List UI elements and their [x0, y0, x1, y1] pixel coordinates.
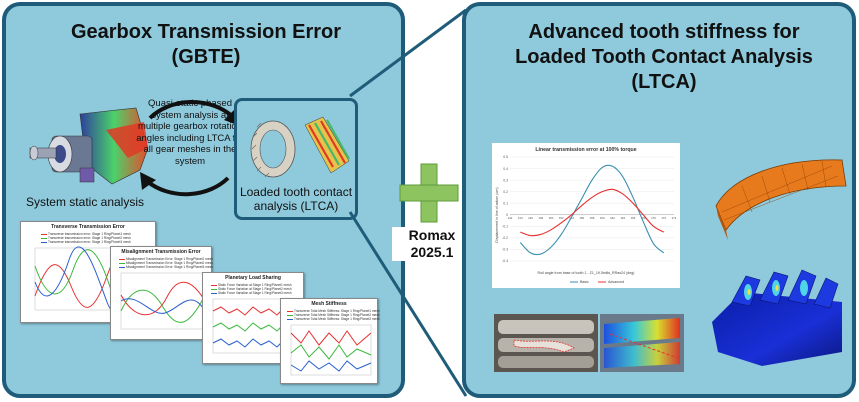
chart-series — [519, 164, 665, 256]
y-tick-label: 0 — [506, 213, 508, 217]
thumbnail-plot — [290, 324, 372, 376]
y-tick-label: 0.5 — [503, 155, 508, 159]
gear-contact-image — [250, 116, 350, 178]
y-tick-label: 0.4 — [503, 167, 508, 171]
x-tick-label: 142 — [508, 216, 513, 220]
gbte-panel: Gearbox Transmission Error (GBTE) Quasi-… — [2, 2, 405, 398]
worn-gear-photo — [494, 314, 598, 372]
x-tick-label: 168 — [641, 216, 646, 220]
legend-label: Advanced — [608, 280, 624, 284]
linear-te-chart: Linear transmission error at 100% torque… — [492, 143, 680, 288]
x-tick-label: 160 — [600, 216, 605, 220]
series-line-basic — [519, 164, 665, 256]
romax-version-label: Romax 2025.1 — [392, 227, 472, 261]
thumbnail-misalignment-te: Misalignment Transmission Error Misalign… — [110, 246, 213, 340]
gearbox-model-image — [29, 107, 149, 185]
legend-label: Basic — [580, 280, 589, 284]
x-tick-label: 172 — [661, 216, 666, 220]
chart-legend: Basic Advanced — [570, 280, 624, 284]
linear-te-plot: Linear transmission error at 100% torque… — [495, 147, 677, 284]
series-line-advanced — [520, 188, 665, 237]
y-tick-label: -0.1 — [502, 225, 508, 229]
x-tick-label: 146 — [528, 216, 533, 220]
y-tick-label: -0.2 — [502, 236, 508, 240]
ltca-box: Loaded tooth contact analysis (LTCA) — [234, 98, 358, 220]
x-tick-label: 156 — [579, 216, 584, 220]
y-tick-label: -0.3 — [502, 248, 508, 252]
y-tick-label: -0.4 — [502, 259, 508, 263]
plus-icon — [399, 163, 459, 223]
cycle-description: Quasi-static phased system analysis at m… — [136, 98, 244, 167]
x-tick-label: 162 — [610, 216, 615, 220]
chart-ylabel: Displacement in line of action (um) — [495, 187, 499, 242]
x-tick-label: 152 — [559, 216, 564, 220]
chart-xlabel: Roll angle from base of tooth 1 - Z1_19.… — [538, 271, 635, 275]
chart-grid — [510, 156, 674, 262]
gear-segment-mesh-image — [715, 159, 847, 240]
x-tick-label: 158 — [590, 216, 595, 220]
gbte-title: Gearbox Transmission Error (GBTE) — [70, 21, 342, 68]
x-tick-label: 150 — [549, 216, 554, 220]
thumbnail-plot — [120, 272, 206, 330]
chart-y-ticks: 0.5 0.4 0.3 0.2 0.1 0 -0.1 -0.2 -0.3 -0.4 — [502, 155, 508, 263]
chart-title: Linear transmission error at 100% torque — [535, 147, 636, 153]
ltca-stiffness-title: Advanced tooth stiffness for Loaded Toot… — [515, 21, 813, 93]
x-tick-label: 170 — [651, 216, 656, 220]
ltca-label: Loaded tooth contact analysis (LTCA) — [239, 185, 353, 214]
x-tick-label: 166 — [631, 216, 636, 220]
thumbnail-mesh-stiffness: Mesh Stiffness Transverse Total Mesh Sti… — [280, 298, 380, 384]
system-static-label: System static analysis — [25, 195, 145, 209]
tooth-contact-contour-image — [600, 314, 684, 372]
x-tick-label: 164 — [620, 216, 625, 220]
x-tick-label: 144 — [518, 216, 523, 220]
y-tick-label: 0.1 — [503, 201, 508, 205]
y-tick-label: 0.2 — [503, 190, 508, 194]
x-tick-label: 174 — [672, 216, 677, 220]
gear-stress-contour-image — [712, 269, 842, 366]
x-tick-label: 148 — [538, 216, 543, 220]
y-tick-label: 0.3 — [503, 178, 508, 182]
